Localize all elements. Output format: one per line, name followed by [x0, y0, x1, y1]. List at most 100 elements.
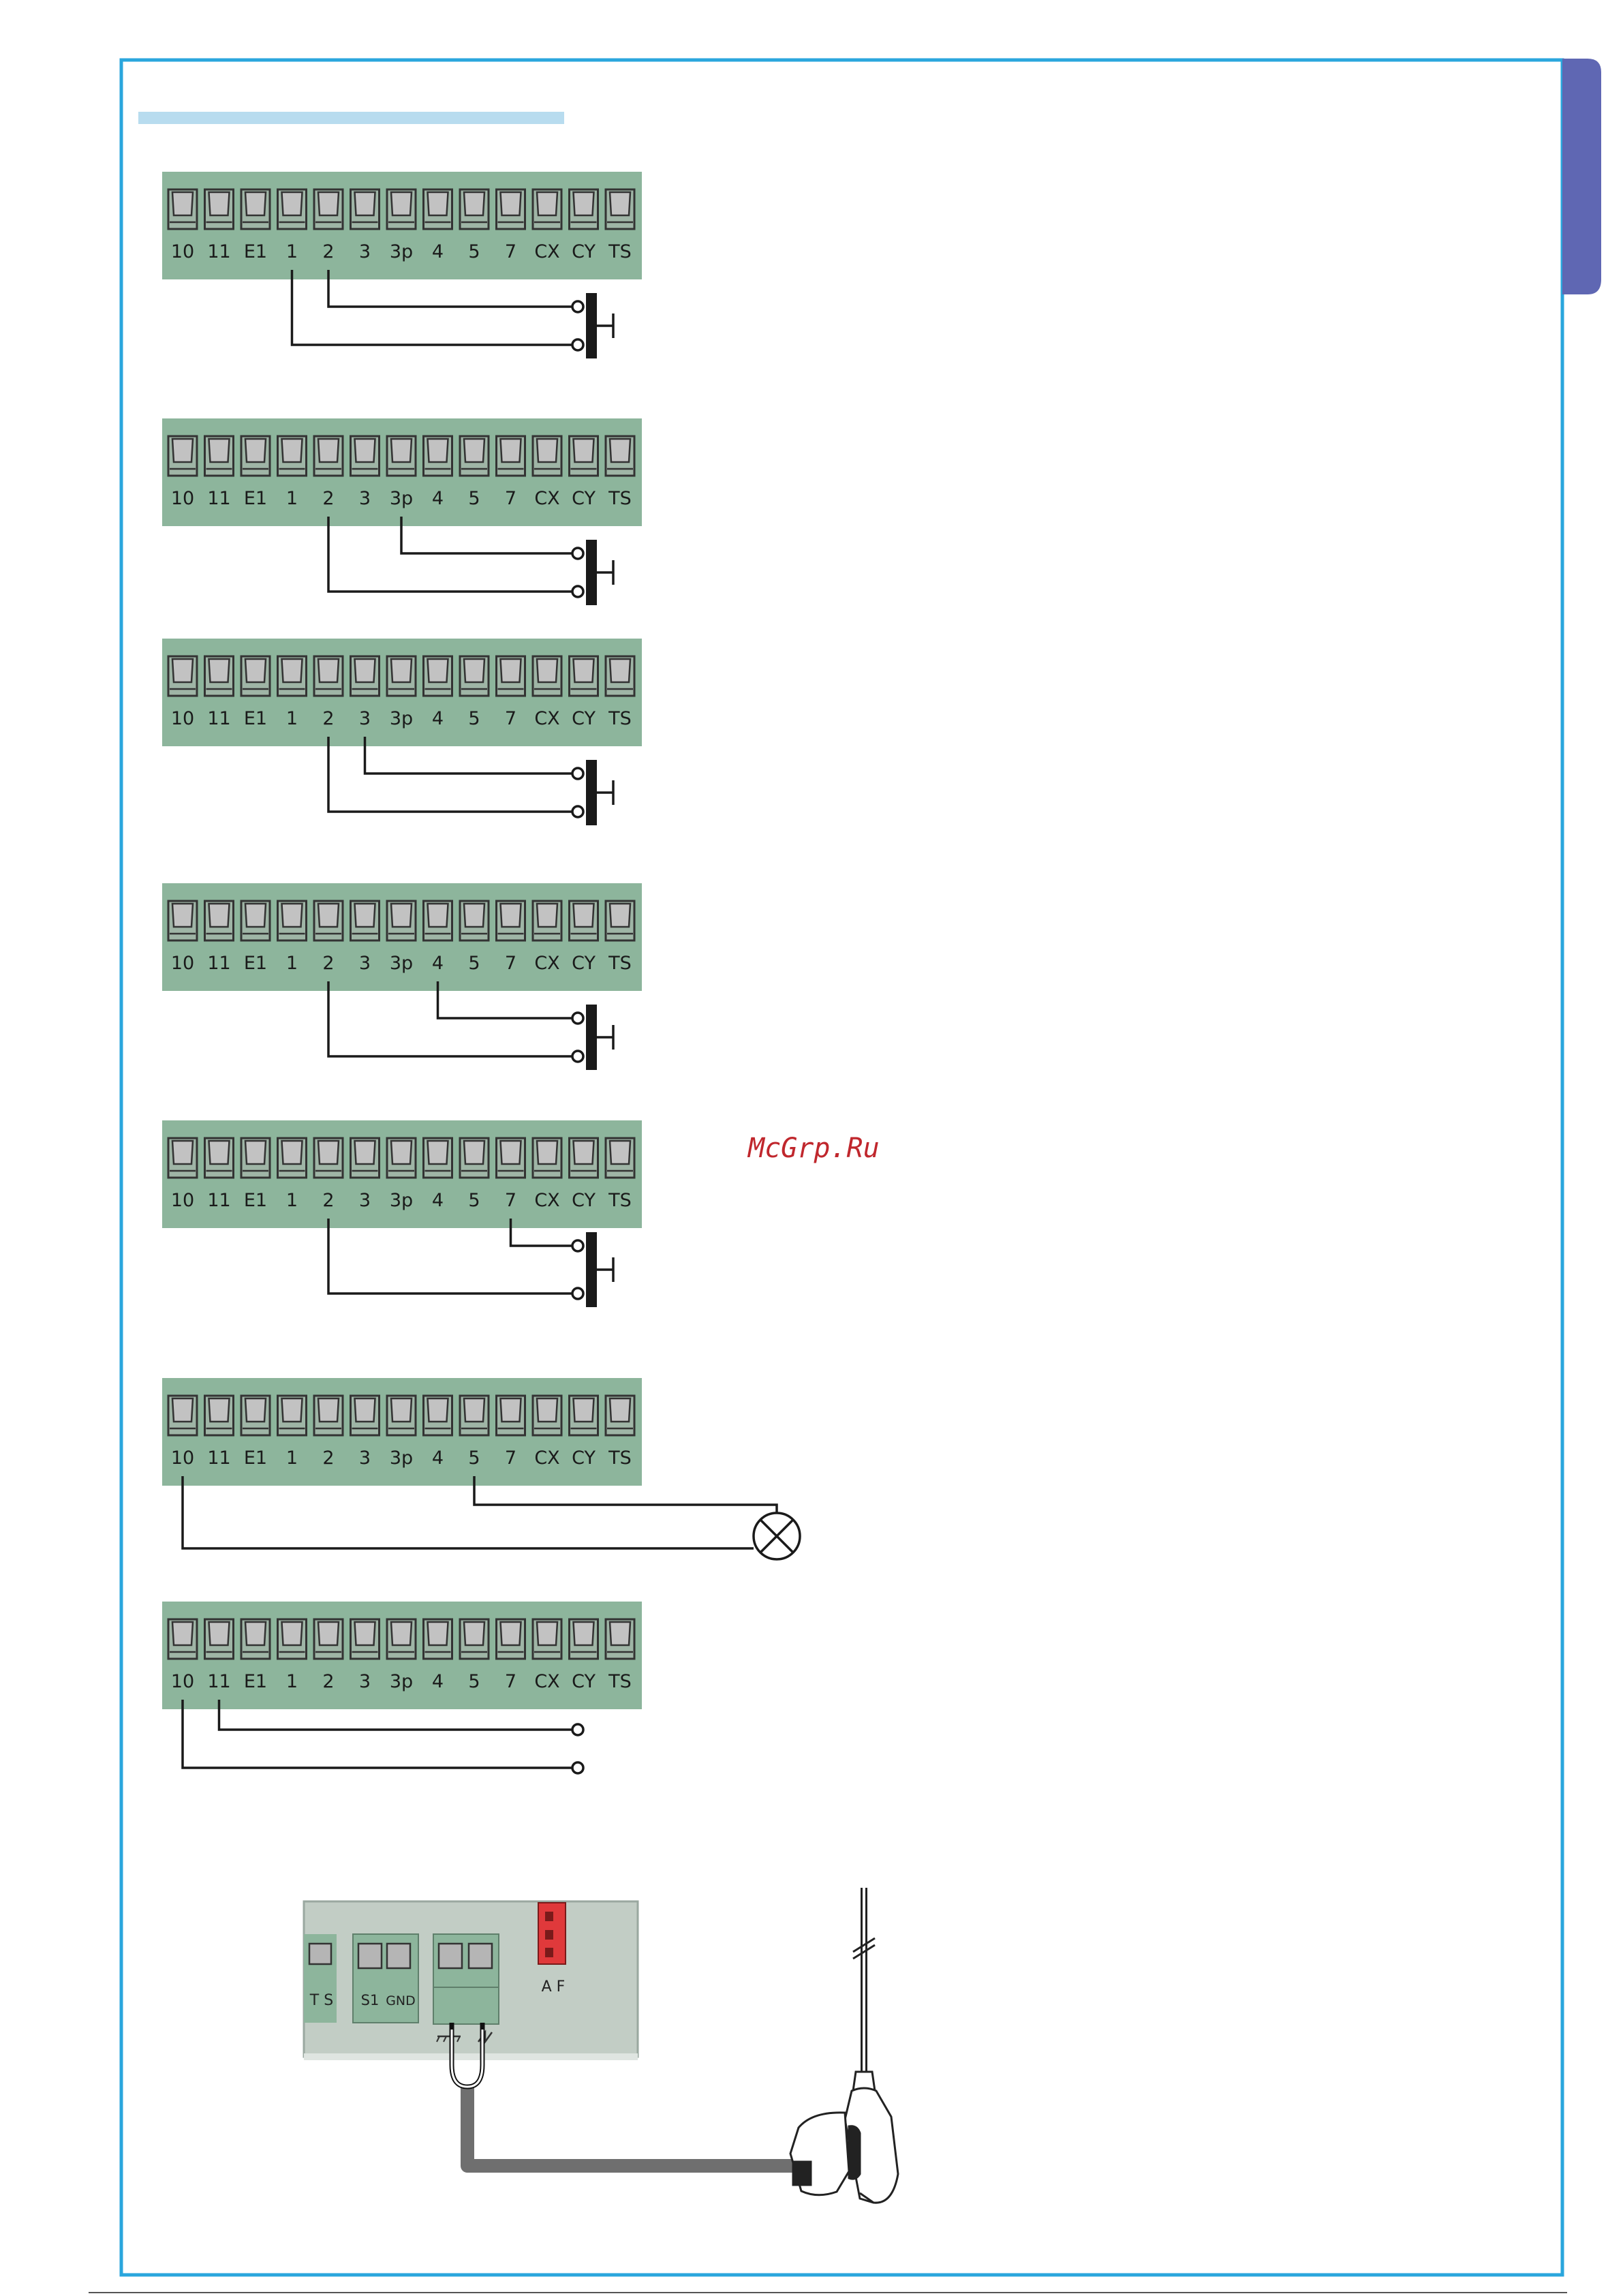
pushbutton-icon	[586, 1232, 613, 1307]
terminal-label: 10	[171, 708, 194, 729]
screw-terminal-E1	[241, 1138, 270, 1178]
ts-label: T S	[309, 1992, 333, 2009]
screw-terminal-2	[314, 656, 343, 696]
terminal-label: 11	[207, 241, 230, 262]
screw-terminal-CY	[570, 189, 598, 229]
terminal-label: 3	[359, 1671, 371, 1692]
terminal-label: 2	[322, 1190, 334, 1211]
screw-terminal-2	[314, 189, 343, 229]
screw-terminal-3	[351, 189, 380, 229]
screw-terminal-10	[168, 901, 197, 940]
terminal-label: 11	[207, 708, 230, 729]
screw-terminal-TS	[606, 656, 634, 696]
screw-terminal-4	[424, 656, 452, 696]
terminal-label: 3p	[390, 1671, 413, 1692]
screw-terminal-4	[424, 1396, 452, 1435]
terminal-label: TS	[608, 241, 632, 262]
terminal-label: 2	[322, 241, 334, 262]
screw-terminal-5	[460, 189, 489, 229]
terminal-label: 3	[359, 953, 371, 974]
terminal-label: 4	[432, 241, 444, 262]
terminal-label: 1	[286, 1671, 298, 1692]
terminal-label: 2	[322, 953, 334, 974]
screw-terminal-E1	[241, 656, 270, 696]
screw-terminal-1	[278, 1619, 307, 1659]
terminal-label: 7	[505, 1190, 516, 1211]
terminal-label: 7	[505, 1671, 516, 1692]
screw-terminal-CY	[570, 1619, 598, 1659]
screw-terminal-2	[314, 436, 343, 476]
terminal-label: CY	[572, 1448, 596, 1469]
terminal-label: TS	[608, 488, 632, 509]
terminal-label: 5	[468, 708, 480, 729]
terminal-label: E1	[244, 1448, 267, 1469]
screw-terminal-3	[351, 436, 380, 476]
screw-terminal-10	[168, 436, 197, 476]
screw-terminal-TS	[606, 901, 634, 940]
terminal-label: CX	[534, 1190, 559, 1211]
screw-terminal-2	[314, 1138, 343, 1178]
screw-terminal-7	[497, 436, 525, 476]
screw-terminal-3p	[387, 901, 416, 940]
wire	[183, 1700, 572, 1768]
terminal-label: CX	[534, 708, 559, 729]
terminal-label: CY	[572, 1190, 596, 1211]
contact-terminal	[572, 1013, 583, 1024]
screw-terminal-11	[205, 1138, 234, 1178]
terminal-label: 5	[468, 953, 480, 974]
screw-terminal-1	[278, 656, 307, 696]
screw-terminal-E1	[241, 1396, 270, 1435]
pushbutton-icon	[586, 540, 613, 605]
antenna-section: T S S1 GND A F	[304, 1888, 898, 2203]
screw-terminal-5	[460, 1619, 489, 1659]
terminal-label: 4	[432, 1190, 444, 1211]
screw-terminal-CX	[533, 1138, 561, 1178]
terminal-label: E1	[244, 1190, 267, 1211]
contact-terminal	[572, 1240, 583, 1251]
terminal-label: 11	[207, 1448, 230, 1469]
screw-terminal-3p	[387, 1619, 416, 1659]
contact-terminal	[572, 768, 583, 779]
screw-terminal-5	[460, 656, 489, 696]
terminal-label: 10	[171, 1448, 194, 1469]
screw-terminal-7	[497, 189, 525, 229]
contact-terminal	[572, 1724, 583, 1735]
contact-terminal	[572, 548, 583, 559]
screw-terminal-3p	[387, 189, 416, 229]
screw-terminal-CY	[570, 901, 598, 940]
terminal-label: 4	[432, 1671, 444, 1692]
gnd-label: GND	[386, 1993, 416, 2008]
screw-terminal-3	[351, 1619, 380, 1659]
terminal-label: 10	[171, 953, 194, 974]
terminal-label: 11	[207, 1671, 230, 1692]
wire	[183, 1476, 754, 1548]
terminal-label: 3p	[390, 488, 413, 509]
contact-terminal	[572, 339, 583, 350]
screw-terminal-11	[205, 1619, 234, 1659]
terminal-label: 1	[286, 953, 298, 974]
terminal-label: 3	[359, 488, 371, 509]
contact-terminal	[572, 586, 583, 597]
screw-terminal-CY	[570, 656, 598, 696]
screw-terminal-7	[497, 1396, 525, 1435]
terminal-label: CX	[534, 488, 559, 509]
wiring-4	[328, 981, 613, 1070]
terminal-label: 3	[359, 1190, 371, 1211]
terminal-label: 3p	[390, 1448, 413, 1469]
pushbutton-icon	[586, 293, 613, 358]
s1-label: S1	[361, 1992, 380, 2008]
screw-terminal-10	[168, 189, 197, 229]
terminal-label: 10	[171, 1190, 194, 1211]
af-label: A F	[542, 1978, 566, 1995]
terminal-label: 4	[432, 488, 444, 509]
wiring-3	[328, 737, 613, 825]
screw-terminal-TS	[606, 1138, 634, 1178]
screw-terminal-3	[351, 1396, 380, 1435]
terminal-label: 7	[505, 953, 516, 974]
terminal-label: CY	[572, 488, 596, 509]
screw-terminal-4	[424, 901, 452, 940]
terminal-label: 11	[207, 1190, 230, 1211]
